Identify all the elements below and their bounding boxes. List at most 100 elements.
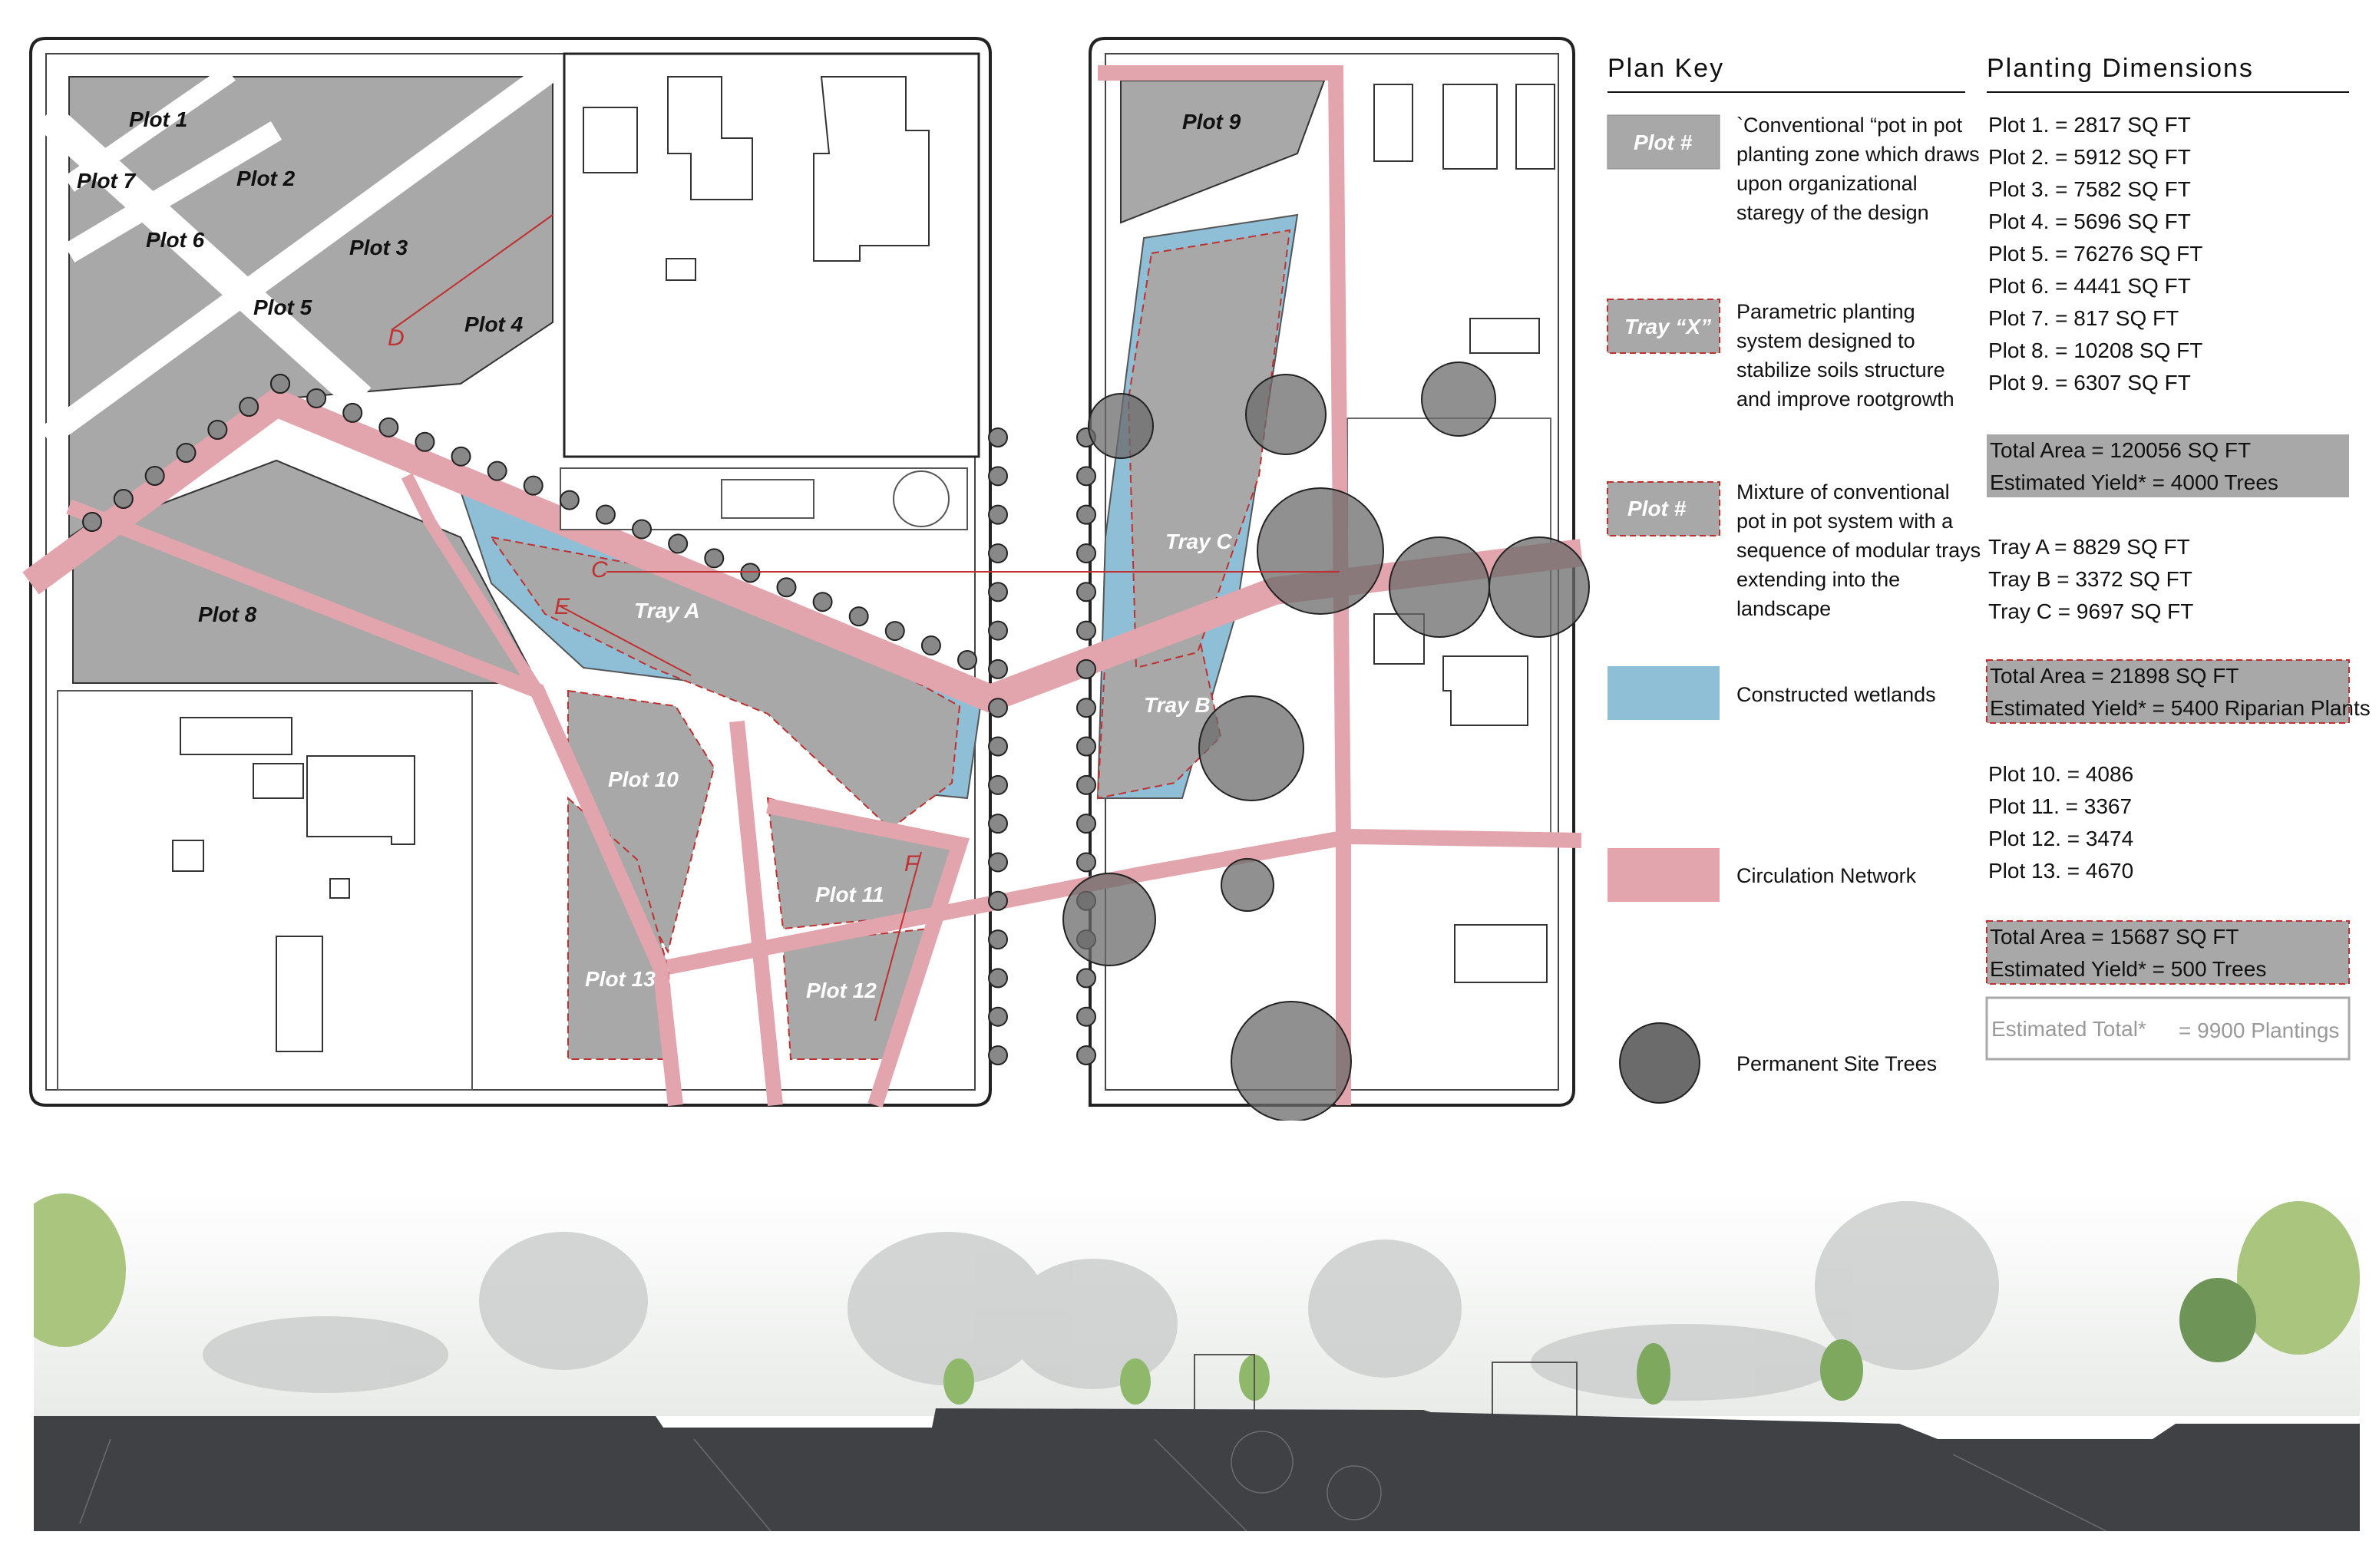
total-line: Total Area = 15687 SQ FT — [1990, 925, 2239, 949]
label-plot-4: Plot 4 — [464, 312, 524, 336]
swatch-wetlands — [1607, 666, 1720, 720]
street-tree — [1076, 1045, 1096, 1065]
dim-line: Tray C = 9697 SQ FT — [1988, 599, 2193, 623]
substrate-line — [1952, 1454, 2107, 1531]
street-tree — [988, 929, 1008, 950]
label-cut-d: D — [388, 325, 405, 351]
street-tree — [1076, 543, 1096, 563]
dim-line: Plot 6. = 4441 SQ FT — [1988, 274, 2191, 298]
circulation-spur — [766, 798, 970, 1108]
street-tree — [988, 814, 1008, 834]
site-tree — [1389, 536, 1490, 638]
key-line: planting zone which draws — [1736, 143, 1980, 166]
section-cut-e — [560, 606, 692, 676]
key-line: Mixture of conventional — [1736, 480, 1950, 503]
street-tree — [812, 592, 833, 612]
dim-line: Tray B = 3372 SQ FT — [1988, 567, 2192, 591]
label-tray-c: Tray C — [1165, 530, 1232, 553]
street-tree — [988, 466, 1008, 487]
swatch-mixed — [1607, 481, 1720, 536]
street-tree — [1076, 736, 1096, 757]
site-plan: Plot 1 Plot 2 Plot 7 Plot 6 Plot 3 Plot … — [22, 37, 1590, 1121]
street-tree — [1076, 698, 1096, 718]
background-trees — [203, 1201, 1999, 1401]
fg-tree — [1120, 1358, 1151, 1405]
key-text-3: Mixture of conventional pot in pot syste… — [1736, 480, 1981, 620]
street-tree — [378, 417, 399, 437]
street-tree — [988, 543, 1008, 563]
street-tree — [1076, 466, 1096, 487]
building — [1469, 318, 1540, 354]
street-tree — [451, 446, 471, 467]
site-tree — [1231, 1001, 1352, 1121]
key-text-2: Parametric planting system designed to s… — [1736, 300, 1954, 411]
total-line: Estimated Yield* = 500 Trees — [1990, 957, 2266, 981]
site-tree — [1221, 858, 1274, 912]
building — [1442, 655, 1528, 726]
street-tree — [988, 659, 1008, 679]
swatch-tray-label: Tray “X” — [1624, 315, 1711, 338]
fg-tree — [1820, 1339, 1863, 1401]
street-tree — [1076, 852, 1096, 873]
street-tree — [988, 968, 1008, 989]
key-line: sequence of modular trays — [1736, 539, 1981, 562]
dim-line: Plot 5. = 76276 SQ FT — [1988, 242, 2202, 266]
label-plot-9: Plot 9 — [1182, 110, 1241, 134]
label-plot-11: Plot 11 — [815, 883, 884, 906]
key-line: landscape — [1736, 597, 1831, 620]
label-cut-c: C — [591, 557, 608, 583]
street-tree — [668, 533, 689, 554]
building — [1442, 84, 1498, 170]
street-tree — [1076, 968, 1096, 989]
bg-tree — [1308, 1240, 1462, 1378]
street-tree — [988, 504, 1008, 525]
street-tree — [920, 635, 941, 656]
key-line: Parametric planting — [1736, 300, 1915, 323]
street-tree — [988, 620, 1008, 641]
street-tree — [1076, 659, 1096, 679]
substrate-circle — [1327, 1465, 1382, 1520]
street-tree — [415, 431, 435, 452]
fg-tree — [943, 1358, 974, 1405]
dim-line: Plot 13. = 4670 — [1988, 859, 2133, 883]
swatch-site-tree — [1619, 1022, 1700, 1104]
street-tree — [342, 402, 363, 423]
section-cut-d — [391, 214, 553, 331]
plot-9 — [1120, 80, 1326, 224]
bg-tree — [203, 1316, 448, 1393]
substrate-line — [1154, 1438, 1247, 1531]
key-line: staregy of the design — [1736, 201, 1929, 224]
building — [57, 690, 473, 1091]
label-plot-8: Plot 8 — [198, 602, 257, 626]
total-line: Total Area = 21898 SQ FT — [1990, 664, 2239, 688]
key-line: pot in pot system with a — [1736, 510, 1954, 533]
swatch-plot-label: Plot # — [1634, 130, 1693, 154]
street-tree — [595, 504, 616, 525]
dim-line: Plot 7. = 817 SQ FT — [1988, 306, 2179, 330]
site-section — [34, 1193, 2360, 1531]
street-tree — [704, 548, 725, 569]
circulation-spur — [729, 721, 783, 1106]
site-tree — [1245, 374, 1327, 455]
label-plot-7: Plot 7 — [77, 169, 137, 193]
plan-key-heading: Plan Key — [1607, 54, 1724, 83]
building — [1454, 924, 1548, 983]
building-block-north — [563, 52, 980, 458]
planting-dimensions-heading: Planting Dimensions — [1987, 54, 2254, 83]
label-cut-f: F — [904, 851, 920, 876]
grand-total-box — [1985, 996, 2351, 1061]
key-line: upon organizational — [1736, 172, 1918, 195]
foreground-trees — [34, 1193, 2360, 1405]
street-tree — [82, 512, 102, 532]
street-tree — [1076, 1006, 1096, 1027]
street-tree — [632, 519, 653, 540]
total-box-2 — [1986, 659, 2350, 724]
label-plot-13: Plot 13 — [585, 967, 656, 991]
fg-tree — [2237, 1201, 2360, 1355]
key-line: and improve rootgrowth — [1736, 388, 1954, 411]
label-plot-10: Plot 10 — [608, 767, 679, 791]
label-plot-3: Plot 3 — [349, 236, 408, 259]
building — [253, 763, 304, 799]
label-tray-a: Tray A — [634, 599, 700, 622]
key-site-trees-text: Permanent Site Trees — [1736, 1052, 1937, 1075]
